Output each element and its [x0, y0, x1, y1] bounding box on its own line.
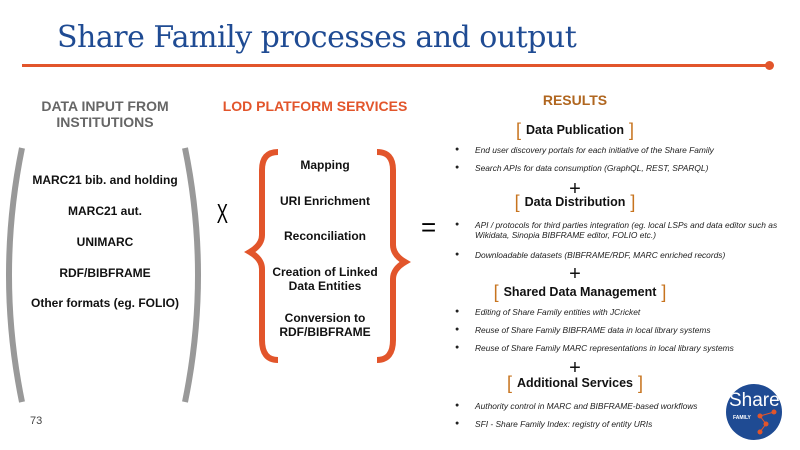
- page-number: 73: [30, 415, 43, 427]
- section-title: Additional Services: [516, 376, 633, 390]
- plus-icon: +: [569, 263, 581, 285]
- section-shared-data-management: [ Shared Data Management ]: [493, 282, 667, 302]
- times-icon: X: [216, 198, 228, 229]
- plus-icon: +: [569, 357, 581, 379]
- section-title: Data Publication: [526, 123, 624, 137]
- input-item: MARC21 bib. and holding: [32, 173, 178, 187]
- section-title: Data Distribution: [524, 195, 626, 209]
- section-additional-services: [ Additional Services ]: [506, 373, 644, 393]
- input-item: UNIMARC: [76, 235, 134, 249]
- lod-item: Reconciliation: [283, 229, 366, 243]
- bullet: Authority control in MARC and BIBFRAME-b…: [455, 401, 785, 411]
- left-paren: [6, 147, 25, 403]
- title-divider: [22, 64, 768, 67]
- bullet: Downloadable datasets (BIBFRAME/RDF, MAR…: [455, 250, 785, 260]
- results-header: RESULTS: [542, 92, 608, 108]
- share-family-logo: Share FAMILY: [726, 384, 782, 440]
- slide-title: Share Family processes and output: [57, 20, 577, 55]
- bullet: Editing of Share Family entities with JC…: [455, 307, 785, 317]
- lod-item: Mapping: [300, 158, 350, 172]
- section-data-distribution: [ Data Distribution ]: [514, 192, 636, 212]
- divider-dot: [765, 61, 774, 70]
- plus-icon: +: [569, 178, 581, 200]
- bullet: Reuse of Share Family MARC representatio…: [455, 343, 785, 353]
- lod-item: URI Enrichment: [279, 194, 370, 208]
- right-paren: [182, 147, 201, 403]
- right-curly-brace: [376, 149, 411, 363]
- left-curly-brace: [244, 149, 279, 363]
- lod-header: LOD PLATFORM SERVICES: [222, 98, 408, 114]
- section-data-publication: [ Data Publication ]: [516, 120, 634, 140]
- input-item: Other formats (eg. FOLIO): [30, 296, 179, 310]
- bullet: Reuse of Share Family BIBFRAME data in l…: [455, 325, 785, 335]
- bullet: End user discovery portals for each init…: [455, 145, 785, 155]
- bullet: API / protocols for third parties integr…: [455, 220, 785, 240]
- bullet: Search APIs for data consumption (GraphQ…: [455, 163, 785, 173]
- lod-item: Creation of Linked Data Entities: [272, 265, 378, 293]
- input-item: MARC21 aut.: [67, 204, 142, 218]
- brackets-graphic: [6, 147, 411, 403]
- bullet: SFI - Share Family Index: registry of en…: [455, 419, 785, 429]
- lod-item: Conversion to RDF/BIBFRAME: [279, 311, 371, 339]
- section-title: Shared Data Management: [503, 285, 657, 299]
- input-item: RDF/BIBFRAME: [59, 266, 151, 280]
- equals-icon: =: [421, 212, 437, 242]
- input-header: DATA INPUT FROM INSTITUTIONS: [41, 98, 169, 130]
